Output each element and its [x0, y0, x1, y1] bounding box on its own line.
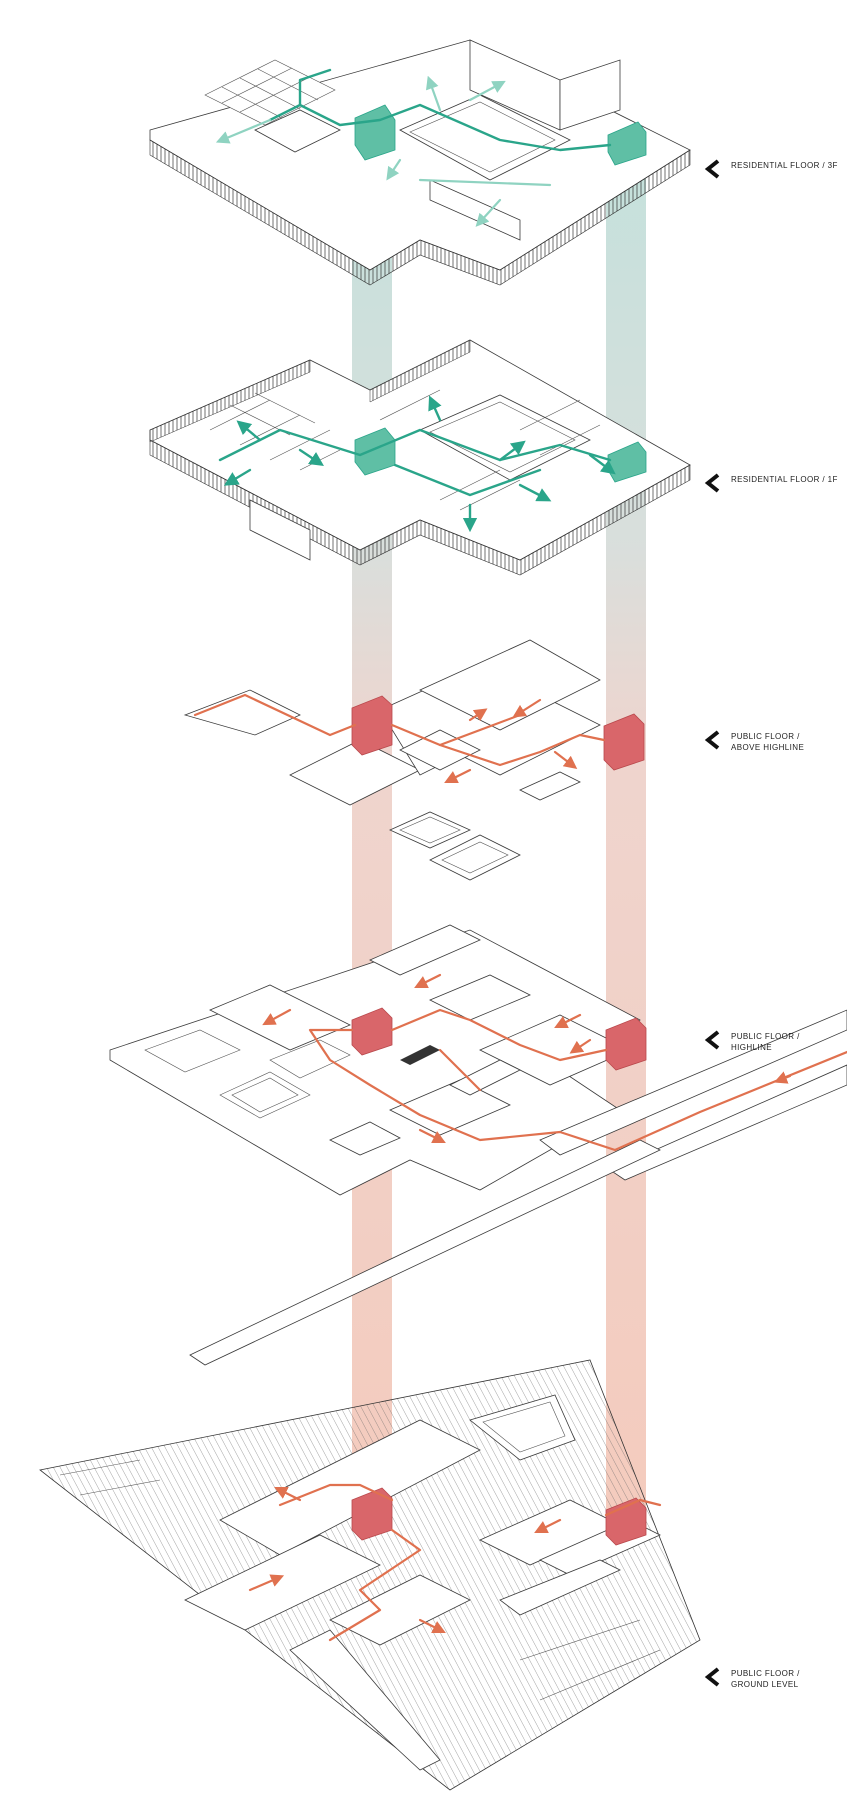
- public-floor-above-highline-plan: [183, 639, 645, 881]
- label-line-1: PUBLIC FLOOR /: [731, 732, 800, 741]
- label-line-1: PUBLIC FLOOR /: [731, 1032, 800, 1041]
- label-line-1: PUBLIC FLOOR /: [731, 1669, 800, 1678]
- label-residential-floor-1f-text: RESIDENTIAL FLOOR / 1F: [731, 475, 838, 484]
- label-public-floor-ground-level: PUBLIC FLOOR / GROUND LEVEL: [703, 1666, 800, 1690]
- public-floor-ground-level-plan: [39, 1359, 701, 1791]
- core-above-highline-left: [351, 695, 393, 756]
- label-public-floor-highline-text: PUBLIC FLOOR / HIGHLINE: [731, 1029, 800, 1053]
- chevron-left-icon: [704, 1667, 720, 1687]
- public-floor-highline-plan: [109, 924, 847, 1366]
- label-line-2: GROUND LEVEL: [731, 1680, 799, 1689]
- core-highline-left: [351, 1007, 393, 1056]
- residential-floor-1f-plan: [149, 339, 691, 576]
- label-line-2: HIGHLINE: [731, 1043, 772, 1052]
- label-public-floor-highline: PUBLIC FLOOR / HIGHLINE: [703, 1029, 800, 1053]
- label-residential-floor-3f-text: RESIDENTIAL FLOOR / 3F: [731, 161, 838, 170]
- chevron-left-icon: [704, 473, 720, 493]
- label-residential-floor-1f: RESIDENTIAL FLOOR / 1F: [703, 472, 838, 494]
- label-public-floor-above-highline: PUBLIC FLOOR / ABOVE HIGHLINE: [703, 729, 804, 753]
- label-public-floor-above-highline-text: PUBLIC FLOOR / ABOVE HIGHLINE: [731, 729, 804, 753]
- core-highline-right: [605, 1017, 647, 1071]
- residential-floor-3f-plan: [149, 39, 691, 286]
- label-residential-floor-3f: RESIDENTIAL FLOOR / 3F: [703, 158, 838, 180]
- core-shaft-right: [606, 130, 646, 1510]
- core-shaft-left: [352, 130, 392, 1510]
- chevron-left-icon: [704, 730, 720, 750]
- vertical-core-shafts: [352, 130, 646, 1510]
- core-above-highline-right: [603, 713, 645, 771]
- core-3f-right: [607, 121, 647, 166]
- chevron-left-icon: [704, 1030, 720, 1050]
- label-line-2: ABOVE HIGHLINE: [731, 743, 805, 752]
- label-public-floor-ground-level-text: PUBLIC FLOOR / GROUND LEVEL: [731, 1666, 800, 1690]
- chevron-left-icon: [704, 159, 720, 179]
